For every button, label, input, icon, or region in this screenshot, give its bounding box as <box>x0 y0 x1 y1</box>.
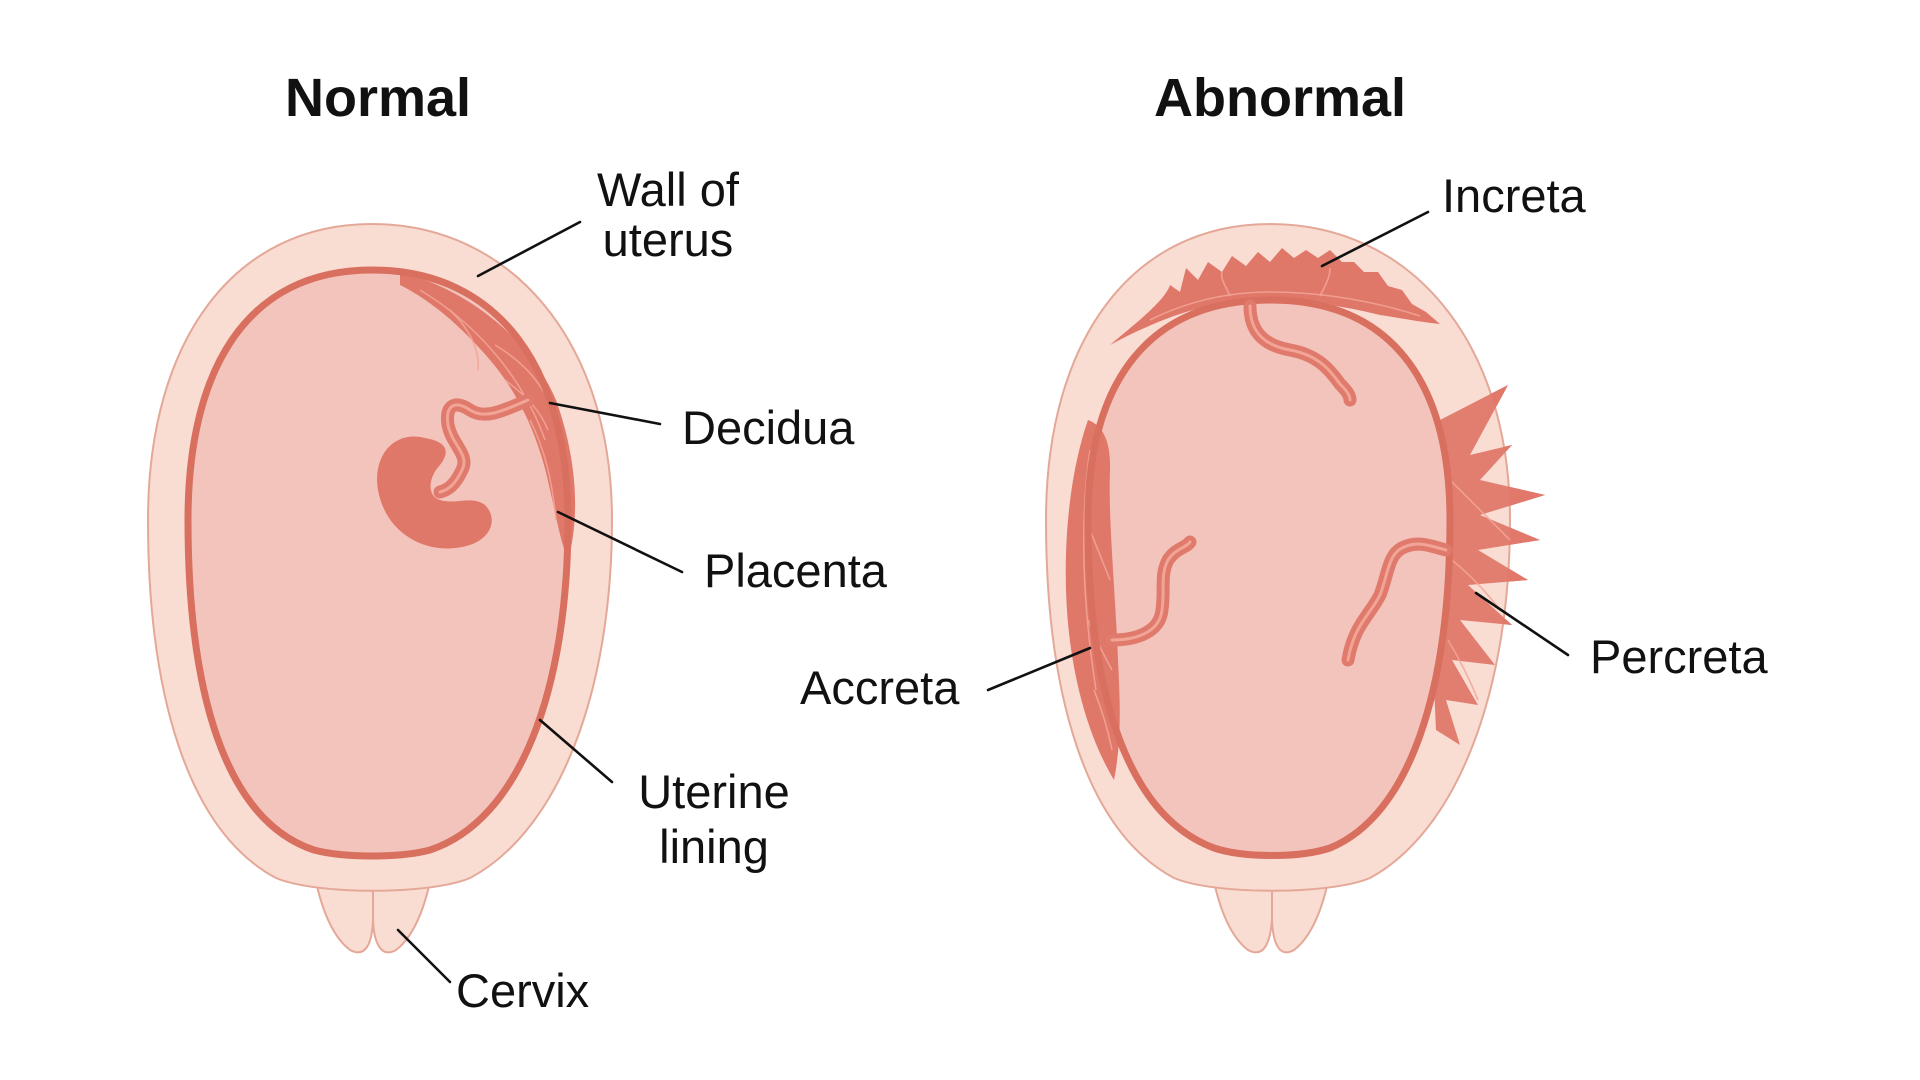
label-accreta: Accreta <box>800 661 960 714</box>
abnormal-uterine-cavity <box>1088 300 1450 856</box>
label-uterine-lining-line2: lining <box>659 820 769 873</box>
normal-heading: Normal <box>285 68 471 128</box>
label-uterine-lining-line1: Uterine <box>638 765 790 818</box>
cervix-leader <box>396 928 452 984</box>
label-decidua: Decidua <box>682 401 855 454</box>
percreta-veins <box>1447 479 1511 701</box>
label-percreta: Percreta <box>1590 630 1768 683</box>
decidua-leader <box>548 401 662 426</box>
normal-uterine-lining <box>184 266 572 860</box>
percreta-tissue <box>1430 385 1545 745</box>
uterine-lining-leader <box>538 718 614 784</box>
percreta-leader <box>1474 591 1570 657</box>
label-placenta: Placenta <box>704 544 888 597</box>
label-wall-of-uterus-line2: uterus <box>603 213 734 266</box>
label-increta: Increta <box>1442 169 1587 222</box>
normal-panel: Normal Wall o <box>146 68 888 1017</box>
abnormal-panel: Abnormal <box>800 68 1768 954</box>
increta-leader <box>1320 210 1430 268</box>
placenta-leader <box>556 510 684 574</box>
label-cervix: Cervix <box>456 964 589 1017</box>
wall-of-uterus-leader <box>476 220 582 278</box>
abnormal-heading: Abnormal <box>1154 68 1406 128</box>
accreta-leader <box>986 646 1092 692</box>
increta-veins <box>1149 267 1421 321</box>
normal-embryo-shape <box>377 436 492 549</box>
label-wall-of-uterus-line1: Wall of <box>597 163 740 216</box>
increta-tissue <box>1110 248 1440 345</box>
abnormal-uterine-lining <box>1084 296 1454 859</box>
